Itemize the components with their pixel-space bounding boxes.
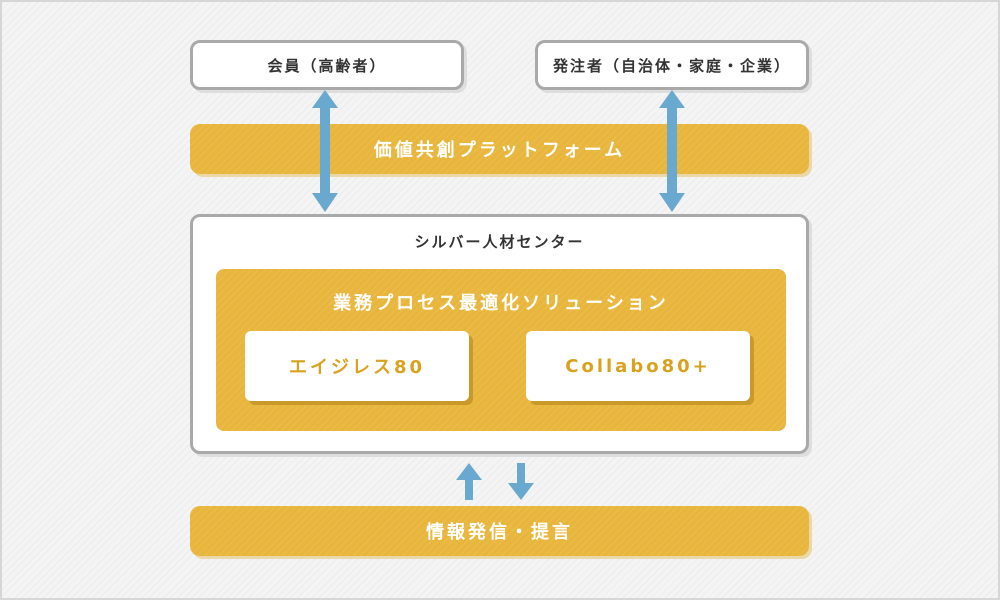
- solution-group-box: 業務プロセス最適化ソリューション エイジレス80 Collabo80+: [216, 269, 786, 431]
- info-bar: 情報発信・提言: [190, 506, 809, 556]
- member-label: 会員（高齢者）: [267, 56, 387, 75]
- orderer-label: 発注者（自治体・家庭・企業）: [552, 56, 791, 75]
- info-label: 情報発信・提言: [426, 522, 573, 543]
- orderer-double-arrow-icon: [659, 90, 685, 212]
- solution-ageless80: エイジレス80: [245, 331, 469, 401]
- up-arrow-icon: [456, 463, 482, 500]
- orderer-box: 発注者（自治体・家庭・企業）: [535, 40, 809, 90]
- platform-bar: 価値共創プラットフォーム: [190, 124, 809, 174]
- solution-collabo80: Collabo80+: [526, 331, 750, 401]
- member-box: 会員（高齢者）: [190, 40, 464, 90]
- member-double-arrow-icon: [312, 90, 338, 212]
- solution-ageless80-label: エイジレス80: [288, 357, 426, 378]
- platform-label: 価値共創プラットフォーム: [373, 140, 626, 161]
- down-arrow-icon: [508, 463, 534, 500]
- silver-center-box: シルバー人材センター 業務プロセス最適化ソリューション エイジレス80 Coll…: [190, 214, 809, 454]
- solution-group-title: 業務プロセス最適化ソリューション: [333, 293, 669, 314]
- solution-collabo80-label: Collabo80+: [565, 355, 711, 377]
- silver-center-title: シルバー人材センター: [414, 233, 585, 251]
